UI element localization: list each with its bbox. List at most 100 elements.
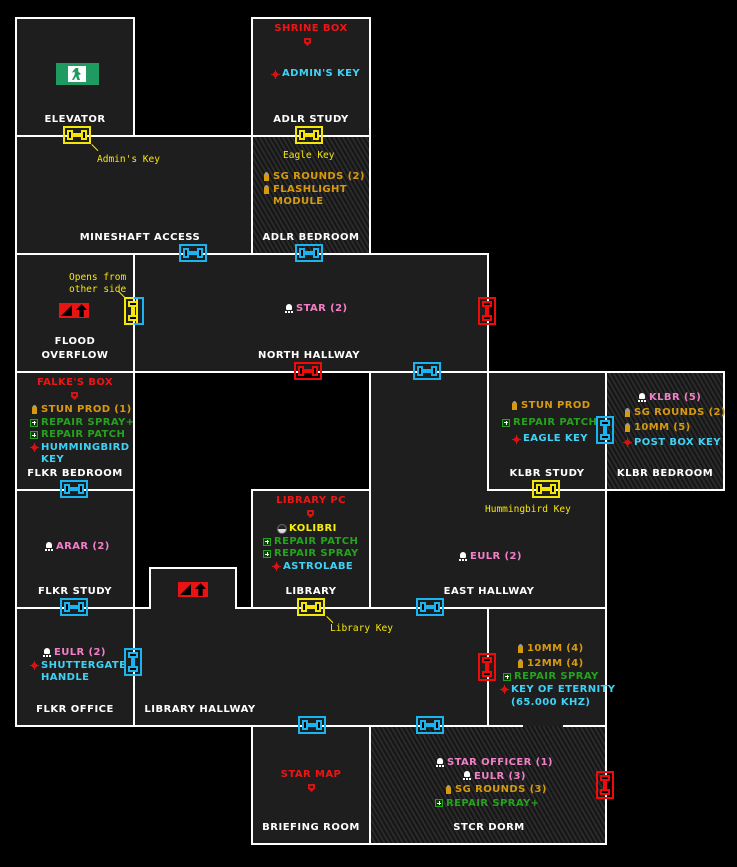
item[interactable]: EULR (3)	[435, 770, 553, 784]
room-name: NORTH HALLWAY	[258, 350, 360, 361]
room-flkr-bedroom	[16, 372, 134, 490]
item[interactable]: 10MM (4)	[500, 642, 615, 655]
door-briefing-room[interactable]	[298, 716, 326, 734]
item[interactable]: 12MM (4)	[500, 657, 615, 670]
door-locked-hummingbird[interactable]	[532, 480, 560, 498]
item[interactable]: ARAR (2)	[44, 541, 110, 554]
item[interactable]: REPAIR PATCH	[30, 429, 134, 442]
item[interactable]: REPAIR SPRAY+	[435, 797, 553, 811]
item[interactable]: HUMMINGBIRD	[30, 442, 134, 455]
skull-icon	[462, 771, 472, 781]
room-adlr-study	[252, 18, 370, 136]
room-name: FLKR STUDY	[37, 586, 113, 597]
item-list: STAR OFFICER (1) EULR (3) SG ROUNDS (3) …	[435, 756, 553, 810]
door-klbr-bedroom[interactable]	[596, 416, 614, 444]
room-adlr-bedroom	[252, 136, 370, 254]
skull-icon	[637, 392, 647, 403]
door-red-stcr-east[interactable]	[596, 771, 614, 799]
item-list: STAR (2)	[284, 303, 347, 316]
note-library-key: Library Key	[330, 623, 393, 634]
box-icon	[308, 784, 315, 792]
item[interactable]: KOLIBRI	[263, 523, 359, 536]
item[interactable]: REPAIR PATCH	[263, 536, 359, 549]
note-opens-from: Opens from	[69, 272, 127, 283]
room-flkr-study	[16, 490, 134, 608]
key-icon	[30, 661, 39, 671]
item-list: EULR (2) SHUTTERGATE HANDLE	[30, 647, 126, 685]
heal-icon	[263, 550, 271, 559]
heal-icon	[503, 672, 511, 681]
item[interactable]: STAR OFFICER (1)	[435, 756, 553, 770]
door-one-way[interactable]	[124, 297, 138, 325]
door-flkr-office[interactable]	[124, 648, 142, 676]
skull-icon	[42, 648, 52, 658]
door-one-way-blue[interactable]	[134, 297, 144, 325]
item[interactable]: REPAIR SPRAY	[263, 548, 359, 561]
item[interactable]: STUN PROD (1)	[30, 404, 134, 417]
room-name: FLKR OFFICE	[36, 704, 114, 715]
item[interactable]: FLASHLIGHT	[262, 184, 365, 197]
item[interactable]: ADMIN'S KEY	[271, 68, 360, 81]
item[interactable]: EULR (2)	[458, 551, 522, 564]
box-title: LIBRARY PC	[276, 495, 346, 506]
item[interactable]: 10MM (5)	[623, 420, 726, 435]
heal-icon	[263, 537, 271, 546]
note-other-side: other side	[69, 284, 127, 295]
room-name: MINESHAFT ACCESS	[79, 232, 201, 243]
door-adlr-bedroom[interactable]	[295, 244, 323, 262]
door-flkr-study-office[interactable]	[60, 598, 88, 616]
item-list: ADMIN'S KEY	[271, 68, 360, 81]
door-locked-library[interactable]	[297, 598, 325, 616]
item[interactable]: REPAIR SPRAY+	[30, 417, 134, 430]
room-name: ADLR STUDY	[273, 114, 349, 125]
room-library	[252, 490, 370, 608]
item[interactable]: SG ROUNDS (3)	[435, 783, 553, 797]
skull-icon	[458, 552, 468, 562]
ammo-icon	[516, 643, 525, 654]
item[interactable]: SG ROUNDS (2)	[623, 405, 726, 420]
door-red-east-room[interactable]	[478, 653, 496, 681]
note-eagle-key: Eagle Key	[283, 150, 335, 161]
item[interactable]: SHUTTERGATE	[30, 660, 126, 673]
item[interactable]: EULR (2)	[30, 647, 126, 660]
door-stcr-dorm[interactable]	[416, 716, 444, 734]
room-north-hallway	[134, 254, 488, 372]
door-red-north-east[interactable]	[478, 297, 496, 325]
room-stcr-dorm	[370, 726, 606, 844]
key-icon	[30, 443, 39, 453]
item[interactable]: REPAIR PATCH	[502, 417, 597, 430]
room-name: KLBR STUDY	[509, 468, 585, 479]
room-name: LIBRARY HALLWAY	[144, 704, 256, 715]
door-flkr-bedroom-study[interactable]	[60, 480, 88, 498]
item[interactable]: POST BOX KEY	[623, 435, 726, 450]
room-name: ELEVATOR	[44, 114, 106, 125]
skull-icon	[284, 304, 294, 314]
stairs-up-icon	[178, 582, 208, 597]
door-red-north-south[interactable]	[294, 362, 322, 380]
item[interactable]: KLBR (5)	[623, 390, 726, 405]
item[interactable]: ASTROLABE	[263, 561, 359, 574]
room-name: BRIEFING ROOM	[262, 822, 360, 833]
door-locked-admin[interactable]	[63, 126, 91, 144]
ammo-icon	[262, 172, 271, 182]
ammo-icon	[30, 405, 39, 415]
item[interactable]: STUN PROD	[502, 400, 597, 413]
item-list: ARAR (2)	[44, 541, 110, 554]
portrait-icon	[277, 524, 287, 535]
door-mineshaft-north[interactable]	[179, 244, 207, 262]
ammo-icon	[623, 407, 632, 418]
door-locked-eagle[interactable]	[295, 126, 323, 144]
item: HANDLE	[41, 672, 90, 683]
item[interactable]: STAR (2)	[284, 303, 347, 316]
item-list: KOLIBRI REPAIR PATCH REPAIR SPRAY ASTROL…	[263, 523, 359, 573]
door-east-library-hallway[interactable]	[416, 598, 444, 616]
item[interactable]: SG ROUNDS (2)	[262, 171, 365, 184]
door-east-north[interactable]	[413, 362, 441, 380]
key-icon	[512, 434, 521, 444]
item: MODULE	[273, 196, 324, 207]
note-admins-key: Admin's Key	[97, 154, 160, 165]
item[interactable]: EAGLE KEY	[502, 433, 597, 446]
note-hummingbird-key: Hummingbird Key	[485, 504, 571, 515]
item[interactable]: REPAIR SPRAY	[500, 670, 615, 683]
item[interactable]: KEY OF ETERNITY	[500, 683, 615, 696]
